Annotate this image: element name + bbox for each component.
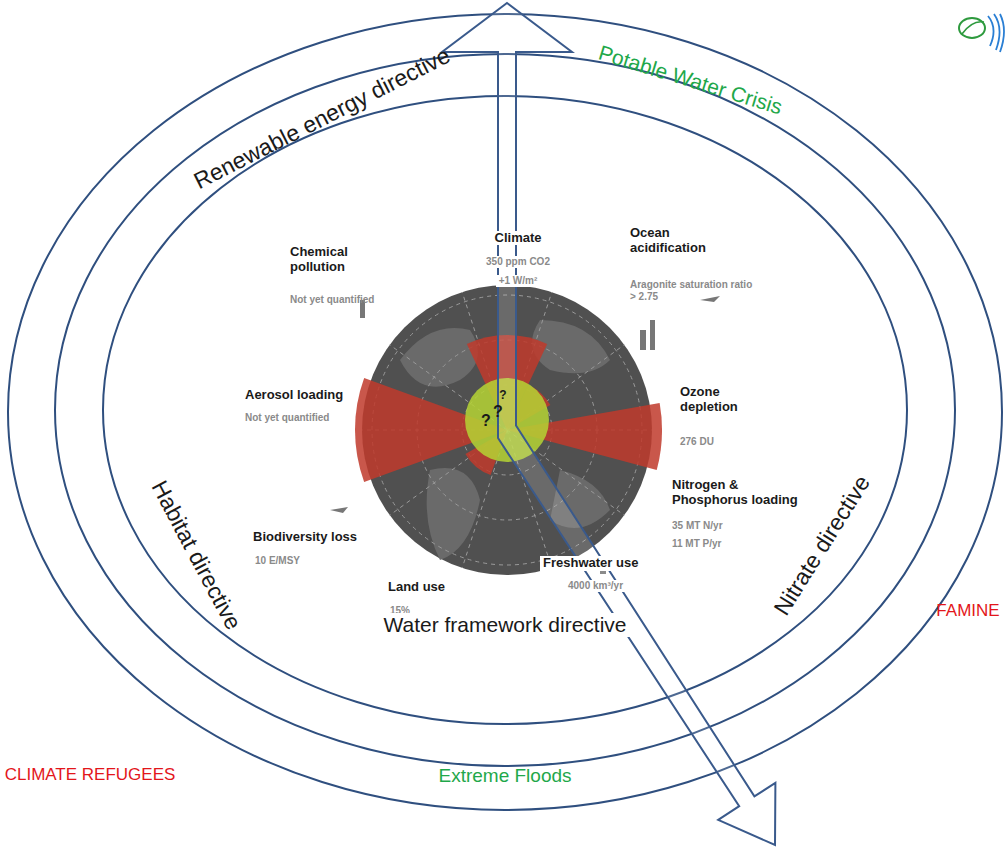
impact-label: FAMINE [936, 601, 999, 621]
impact-label: CLIMATE REFUGEES [5, 765, 176, 785]
directive-label: Renewable energy directive [190, 42, 455, 194]
boundary-value: 35 MT N/yr [672, 520, 723, 532]
directive-label: Water framework directive [380, 613, 629, 637]
boundary-value: Not yet quantified [290, 294, 374, 306]
boundary-value: 10 E/MSY [255, 555, 300, 567]
boundary-name: Land use [388, 580, 445, 595]
question-mark: ? [481, 412, 491, 430]
question-mark: ? [499, 389, 506, 403]
boundary-name: Chemical pollution [290, 245, 380, 275]
boundary-value: 276 DU [680, 436, 714, 448]
icons [330, 296, 720, 574]
boundary-name: Ozone depletion [680, 385, 760, 415]
boundary-value: 11 MT P/yr [672, 538, 721, 550]
boundary-name: Aerosol loading [245, 388, 343, 403]
boundary-value: Aragonite saturation ratio > 2.75 [630, 279, 760, 302]
impact-label: Extreme Floods [438, 765, 571, 787]
boundary-name: Freshwater use [540, 556, 641, 571]
boundary-value: +1 W/m² [496, 275, 541, 287]
boundary-value: 350 ppm CO2 [483, 256, 553, 268]
boundary-name: Nitrogen & Phosphorus loading [672, 478, 812, 508]
boundary-name: Climate [492, 231, 545, 246]
impact-label: Potable Water Crisis [595, 41, 784, 120]
boundary-name: Biodiversity loss [253, 530, 357, 545]
double-arrow [442, 3, 775, 845]
boundary-value: 4000 km³/yr [565, 580, 626, 592]
question-mark: ? [493, 403, 503, 421]
boundary-name: Ocean acidification [630, 226, 730, 256]
boundary-value: Not yet quantified [245, 412, 329, 424]
logo-icon [959, 14, 1004, 52]
